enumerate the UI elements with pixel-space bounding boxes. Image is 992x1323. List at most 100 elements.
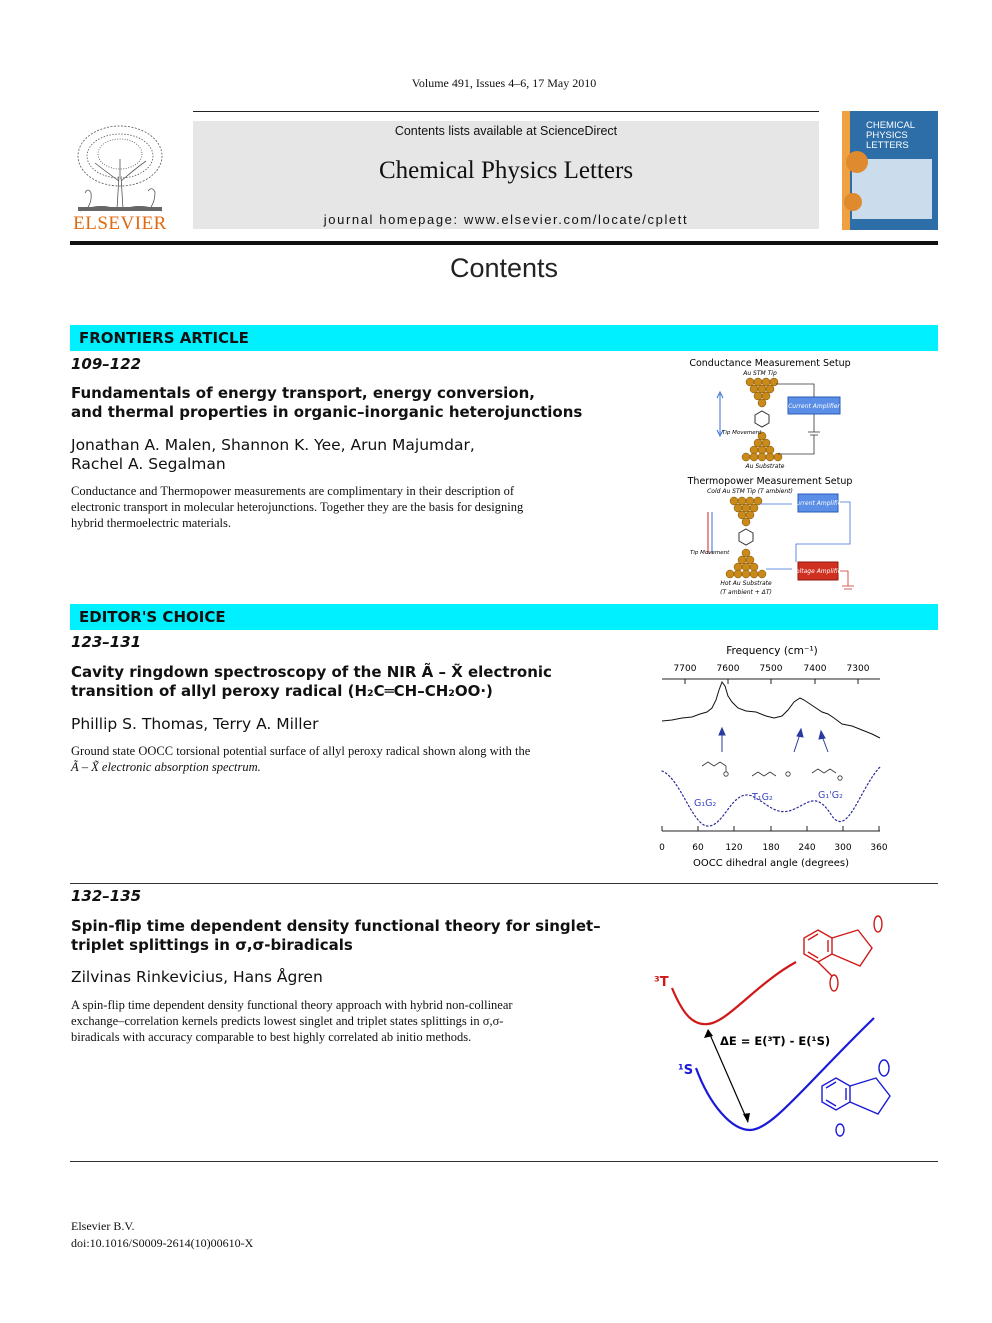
torsional-potential-curve — [661, 766, 881, 827]
energy-gap-equation: ΔE = E(³T) - E(¹S) — [720, 1034, 830, 1048]
journal-title: Chemical Physics Letters — [378, 157, 634, 184]
circuit-wire — [776, 383, 820, 455]
conformer-label: G₁G₂ — [694, 798, 717, 809]
elsevier-logo[interactable]: ELSEVIER — [70, 121, 170, 234]
singlet-biradical-structure — [821, 1059, 891, 1137]
conformer-structures — [701, 761, 843, 781]
conformer-label: T₁G₂ — [751, 792, 773, 803]
tip-movement-label: Tip Movement — [690, 550, 730, 556]
article-title[interactable]: Spin-flip time dependent density functio… — [71, 917, 611, 955]
top-tick-label: 7600 — [717, 664, 740, 674]
article-title[interactable]: Cavity ringdown spectroscopy of the NIR … — [71, 663, 611, 701]
elsevier-tree-icon — [77, 125, 163, 212]
article-title-line: Fundamentals of energy transport, energy… — [71, 384, 535, 402]
article-title-line: Cavity ringdown spectroscopy of the NIR … — [71, 663, 552, 681]
section-heading: EDITOR'S CHOICE — [79, 608, 226, 626]
top-axis-label: Frequency (cm⁻¹) — [726, 645, 818, 657]
footer-publisher: Elsevier B.V. — [71, 1219, 135, 1233]
section-heading: FRONTIERS ARTICLE — [79, 329, 249, 347]
bottom-axis-ticks — [661, 826, 880, 831]
bottom-tick-label: 240 — [798, 843, 815, 853]
elsevier-wordmark: ELSEVIER — [73, 213, 167, 234]
header-rule-thick — [70, 241, 938, 245]
ground-icon — [840, 570, 854, 590]
article-abstract: Conductance and Thermopower measurements… — [71, 483, 586, 531]
section-divider — [70, 883, 938, 884]
gold-tip-cluster — [729, 496, 763, 527]
abstract-line: A spin-flip time dependent density funct… — [71, 998, 513, 1012]
substrate-label: Au Substrate — [745, 463, 785, 470]
abstract-line: Ground state OOCC torsional potential su… — [71, 744, 531, 758]
tip-label: Cold Au STM Tip (T ambient) — [707, 488, 793, 495]
article-pages[interactable]: 109–122 — [71, 355, 142, 373]
page-title: Contents — [449, 253, 559, 283]
cover-title-line: PHYSICS — [866, 130, 908, 141]
abstract-line: Conductance and Thermopower measurements… — [71, 484, 515, 498]
top-tick-label: 7700 — [674, 664, 697, 674]
article-title[interactable]: Fundamentals of energy transport, energy… — [71, 384, 611, 422]
bottom-tick-label: 360 — [870, 843, 887, 853]
gold-tip-cluster — [745, 377, 779, 408]
triplet-label: ³T — [654, 975, 669, 990]
cover-title: CHEMICAL PHYSICS LETTERS — [866, 121, 915, 151]
amplifier-label: Voltage Amplifier — [792, 568, 844, 575]
article-abstract: A spin-flip time dependent density funct… — [71, 997, 586, 1045]
graphical-abstract-spectrum: Frequency (cm⁻¹) 7700 7600 7500 7400 730… — [659, 645, 888, 869]
amplifier-label: Current Amplifier — [788, 403, 840, 410]
cover-orb — [844, 193, 862, 211]
bottom-tick-label: 180 — [762, 843, 779, 853]
top-tick-label: 7300 — [847, 664, 870, 674]
bottom-tick-label: 0 — [659, 843, 665, 853]
volume-line: Volume 491, Issues 4–6, 17 May 2010 — [411, 76, 597, 90]
benzene-ring — [738, 528, 754, 546]
article-authors: Jonathan A. Malen, Shannon K. Yee, Arun … — [71, 436, 611, 474]
conformer-label: G₁'G₂ — [818, 790, 843, 801]
current-amplifier-box — [797, 493, 839, 513]
bottom-tick-label: 300 — [834, 843, 851, 853]
journal-banner: Contents lists available at ScienceDirec… — [193, 121, 819, 229]
author-line: Rachel A. Segalman — [71, 455, 226, 473]
footer-doi[interactable]: doi:10.1016/S0009-2614(10)00610-X — [71, 1236, 254, 1250]
singlet-curve — [694, 1017, 875, 1132]
graphical-abstract-singlet-triplet: ³T ¹S ΔE = E(³T) - E(¹S) — [654, 915, 891, 1137]
absorption-spectrum — [661, 680, 881, 739]
header-rule-top — [193, 111, 819, 112]
article-authors: Zilvinas Rinkevicius, Hans Ågren — [71, 968, 611, 987]
cover-orb — [846, 151, 868, 173]
article-title-line: triplet splittings in σ,σ-biradicals — [71, 936, 353, 954]
energy-gap-arrow — [707, 1029, 749, 1123]
bottom-tick-label: 120 — [725, 843, 742, 853]
graphical-abstract-stm-setup: Conductance Measurement Setup Au STM Tip… — [687, 358, 854, 596]
circuit-wire — [760, 501, 851, 570]
voltage-amplifier-box — [797, 561, 839, 581]
triplet-biradical-structure — [803, 915, 883, 992]
abstract-line: hybrid thermoelectric materials. — [71, 516, 232, 530]
cover-spine — [842, 111, 850, 230]
gold-substrate-cluster — [725, 548, 767, 579]
amplifier-label: Current Amplifier — [792, 500, 844, 507]
section-band-editors-choice: EDITOR'S CHOICE — [70, 604, 938, 630]
tip-movement-label: Tip Movement — [722, 430, 762, 436]
footer: Elsevier B.V. doi:10.1016/S0009-2614(10)… — [71, 1218, 253, 1252]
cover-title-line: CHEMICAL — [866, 120, 916, 131]
journal-cover[interactable]: CHEMICAL PHYSICS LETTERS — [842, 111, 938, 230]
abstract-line: Ã – X̃ electronic absorption spectrum. — [71, 760, 261, 774]
article-pages[interactable]: 123–131 — [71, 633, 142, 651]
singlet-label: ¹S — [678, 1063, 693, 1078]
benzene-ring — [754, 410, 770, 428]
author-line: Jonathan A. Malen, Shannon K. Yee, Arun … — [71, 436, 475, 454]
gold-substrate-cluster — [741, 431, 783, 462]
top-tick-label: 7400 — [804, 664, 827, 674]
tip-label: Au STM Tip — [742, 370, 777, 377]
article-pages[interactable]: 132–135 — [71, 887, 142, 905]
article-authors: Phillip S. Thomas, Terry A. Miller — [71, 715, 611, 734]
journal-homepage-link[interactable]: journal homepage: www.elsevier.com/locat… — [323, 212, 689, 227]
arrow-head-icon — [716, 390, 724, 438]
bottom-axis-label: OOCC dihedral angle (degrees) — [693, 858, 849, 869]
contents-available-link[interactable]: Contents lists available at ScienceDirec… — [394, 124, 618, 138]
assignment-arrows — [718, 726, 829, 753]
substrate-temp-label: (T ambient + ΔT) — [720, 589, 772, 596]
author-line: Phillip S. Thomas, Terry A. Miller — [71, 715, 319, 733]
substrate-label: Hot Au Substrate — [720, 580, 772, 587]
setup-title-conductance: Conductance Measurement Setup — [689, 358, 850, 369]
